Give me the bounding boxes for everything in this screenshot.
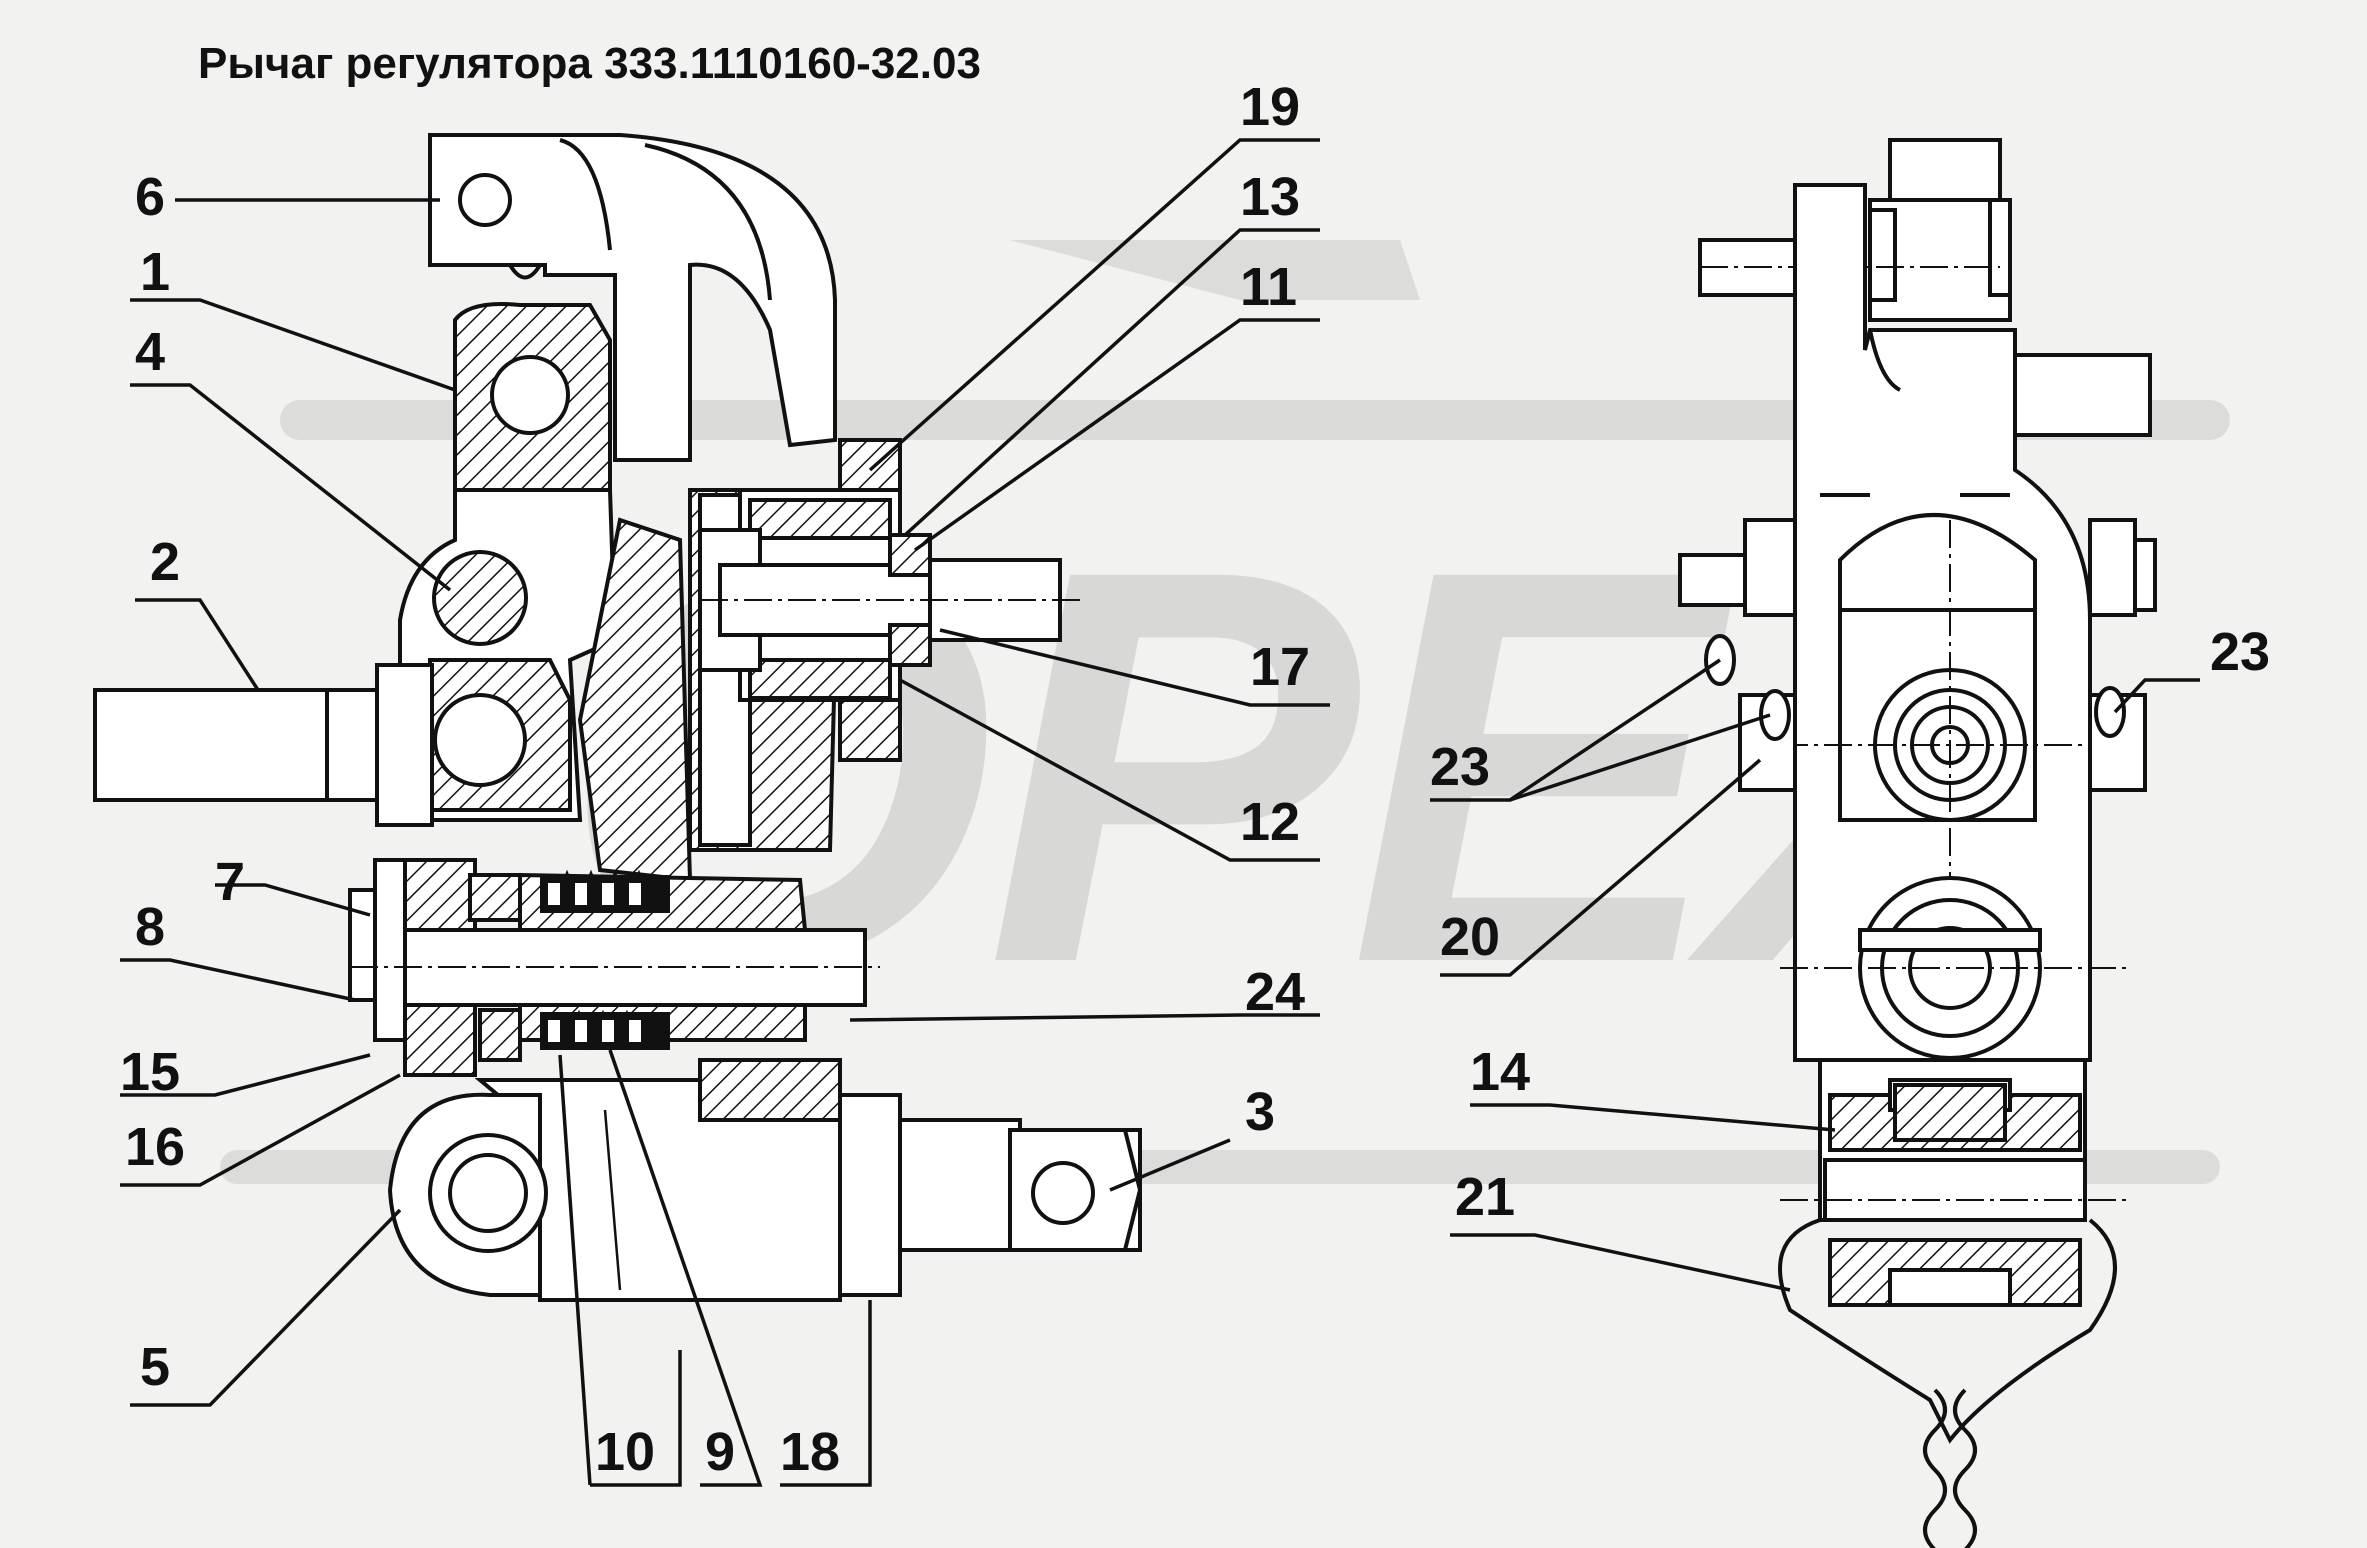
callout-1: 1 bbox=[140, 242, 170, 302]
callout-23-left: 23 bbox=[1430, 737, 1490, 797]
callout-23-right: 23 bbox=[2210, 622, 2270, 682]
leaders bbox=[120, 138, 2200, 1487]
callout-10: 10 bbox=[595, 1422, 655, 1482]
callout-3: 3 bbox=[1245, 1082, 1275, 1142]
callout-9: 9 bbox=[705, 1422, 735, 1482]
callout-24: 24 bbox=[1245, 962, 1305, 1022]
callout-13: 13 bbox=[1240, 167, 1300, 227]
spring-9 bbox=[540, 869, 670, 1051]
callout-14: 14 bbox=[1470, 1042, 1530, 1102]
shaft-17 bbox=[928, 558, 1062, 642]
callout-6: 6 bbox=[135, 167, 165, 227]
rod-2 bbox=[93, 688, 329, 802]
hole-1 bbox=[490, 355, 570, 435]
right-view bbox=[1678, 138, 2157, 1548]
callout-4: 4 bbox=[135, 322, 165, 382]
callout-labels: 6 1 4 2 7 8 15 16 5 10 9 18 3 19 13 11 1… bbox=[120, 77, 2270, 1482]
callout-18: 18 bbox=[780, 1422, 840, 1482]
callout-19: 19 bbox=[1240, 77, 1300, 137]
callout-11: 11 bbox=[1240, 257, 1297, 317]
callout-20: 20 bbox=[1440, 907, 1500, 967]
diagram-title: Рычаг регулятора 333.1110160-32.03 bbox=[198, 39, 981, 88]
callout-2: 2 bbox=[150, 532, 180, 592]
callout-12: 12 bbox=[1240, 792, 1300, 852]
callout-8: 8 bbox=[135, 897, 165, 957]
callout-5: 5 bbox=[140, 1337, 170, 1397]
callout-7: 7 bbox=[215, 852, 245, 912]
callout-15: 15 bbox=[120, 1042, 180, 1102]
callout-16: 16 bbox=[125, 1117, 185, 1177]
pin-4 bbox=[432, 550, 528, 646]
left-view bbox=[93, 133, 1143, 1302]
callout-17: 17 bbox=[1250, 637, 1310, 697]
hole-6 bbox=[458, 173, 512, 227]
callout-21: 21 bbox=[1455, 1167, 1515, 1227]
wire-21 bbox=[1778, 1218, 2117, 1444]
